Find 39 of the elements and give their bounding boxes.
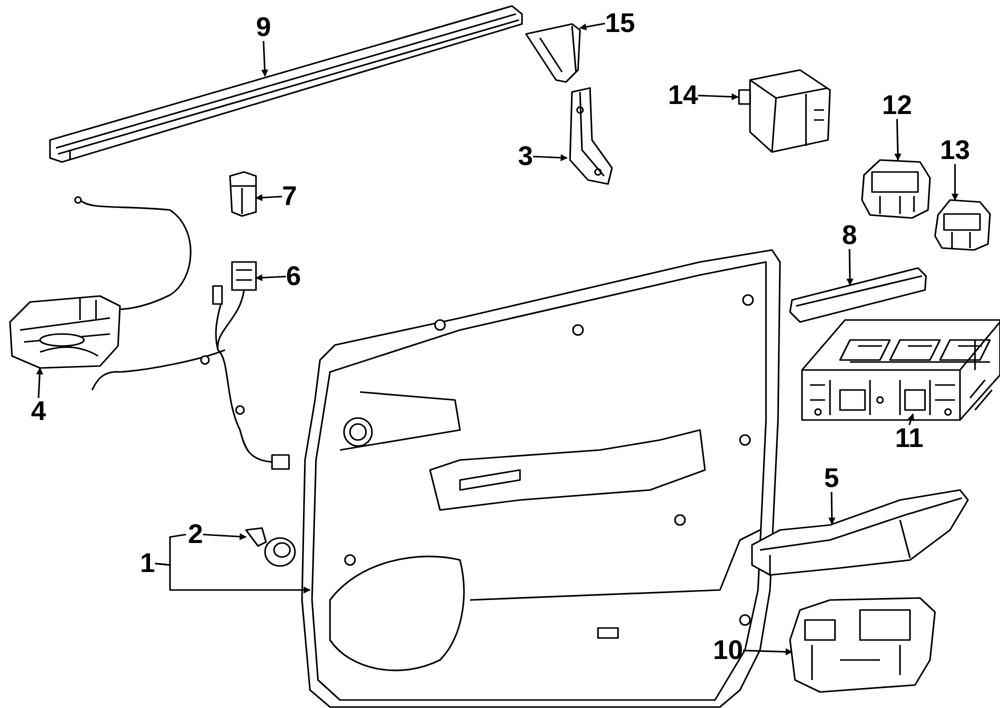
control-module-drawing bbox=[738, 66, 834, 156]
trim-panel-drawing bbox=[788, 266, 928, 324]
leader-arrow bbox=[908, 413, 914, 426]
door-trim-panel-drawing bbox=[298, 248, 784, 708]
callout-number: 14 bbox=[668, 82, 698, 109]
callout-number: 10 bbox=[713, 637, 744, 664]
callout-number: 4 bbox=[31, 398, 46, 425]
leader-arrow bbox=[894, 118, 902, 161]
callout-number: 15 bbox=[605, 10, 636, 37]
leader-arrow bbox=[743, 648, 793, 656]
callout-number: 13 bbox=[940, 137, 970, 164]
leader-arrow bbox=[261, 40, 268, 77]
callout-number: 5 bbox=[824, 465, 840, 492]
callout-number: 7 bbox=[282, 183, 298, 210]
leader-arrow bbox=[846, 248, 854, 286]
callout-number: 1 bbox=[140, 550, 156, 577]
callout-number: 2 bbox=[188, 521, 204, 548]
trim-cover-drawing bbox=[748, 486, 972, 578]
connector-drawing bbox=[226, 170, 260, 218]
leader-arrow bbox=[36, 367, 44, 398]
leader-arrow bbox=[202, 533, 247, 540]
callout-number: 11 bbox=[895, 425, 924, 452]
callout-number: 12 bbox=[882, 92, 912, 119]
leader-arrow bbox=[255, 274, 286, 282]
callout-number: 6 bbox=[286, 263, 302, 290]
leader-arrow bbox=[533, 154, 568, 162]
leader-arrow bbox=[698, 93, 739, 100]
switch-drawing bbox=[932, 198, 992, 252]
leader-line bbox=[154, 534, 186, 566]
pocket-drawing bbox=[786, 596, 938, 694]
callout-number: 8 bbox=[842, 222, 858, 249]
leader-arrow bbox=[579, 22, 606, 30]
callout-number: 9 bbox=[256, 14, 272, 41]
callout-number: 3 bbox=[518, 143, 534, 170]
leader-arrow bbox=[828, 492, 836, 525]
switch-drawing bbox=[860, 158, 932, 220]
leader-arrow bbox=[255, 194, 282, 202]
leader-arrow bbox=[952, 164, 958, 201]
trim-cover-drawing bbox=[522, 22, 582, 84]
